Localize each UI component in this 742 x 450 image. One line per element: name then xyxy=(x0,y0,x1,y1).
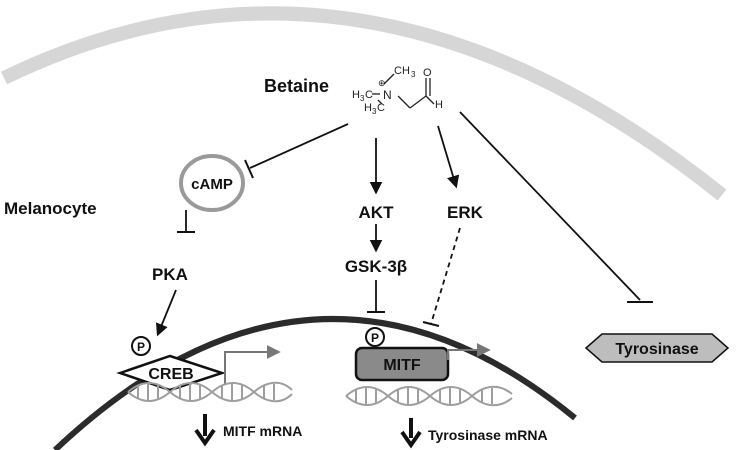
creb-phospho-label: P xyxy=(137,340,145,354)
betaine-to-erk-arrow xyxy=(437,125,460,189)
h3c-bottom-h: H xyxy=(364,102,372,114)
mitf-label: MITF xyxy=(383,357,421,374)
betaine-label: Betaine xyxy=(264,76,329,96)
mitf-gene-arrow xyxy=(447,343,491,360)
mitf-phospho-icon xyxy=(365,327,385,347)
erk-label: ERK xyxy=(447,203,484,222)
tyrosinase-mrna-down-arrow-icon xyxy=(400,418,422,449)
ch3-top: CH xyxy=(394,65,410,77)
tyrosinase-label: Tyrosinase xyxy=(615,341,698,358)
ch3-top-sub: 3 xyxy=(411,70,416,79)
betaine-atoms: CH 3 H 3 C H 3 C N ⊕ O H xyxy=(352,65,443,116)
pka-to-creb-arrow xyxy=(155,289,177,337)
h3c-left-c: C xyxy=(365,89,373,101)
nucleus-envelope xyxy=(52,315,577,450)
dna-helix-left xyxy=(127,381,293,403)
pka-label: PKA xyxy=(152,265,188,284)
creb-phospho-icon xyxy=(131,336,151,356)
betaine-structure xyxy=(372,73,435,109)
cell-label: Melanocyte xyxy=(4,199,97,218)
tyrosinase-mrna-label: Tyrosinase mRNA xyxy=(428,427,548,443)
betaine-inhibits-tyrosinase xyxy=(459,111,641,301)
mitf-mrna-down-arrow-icon xyxy=(194,414,216,447)
creb-gene-arrow xyxy=(224,345,281,384)
erk-inhibits-mitf xyxy=(430,227,461,325)
positive-charge-icon: ⊕ xyxy=(378,78,386,88)
hydrogen-atom: H xyxy=(435,99,443,111)
h3c-left-h: H xyxy=(352,89,360,101)
erk-inhibit-bar xyxy=(422,321,440,327)
h3c-left-sub: 3 xyxy=(360,94,365,103)
tyrosinase-node xyxy=(584,333,730,363)
h3c-bottom-sub: 3 xyxy=(372,107,377,116)
camp-node xyxy=(179,154,245,212)
gsk3b-label: GSK-3β xyxy=(345,257,407,276)
betaine-inhibits-camp xyxy=(249,123,349,169)
mitf-phospho-label: P xyxy=(371,331,379,345)
cell-membrane xyxy=(0,6,727,201)
mitf-node xyxy=(354,346,450,382)
camp-label: cAMP xyxy=(191,176,233,193)
mitf-mrna-label: MITF mRNA xyxy=(223,423,302,439)
dna-helix-right xyxy=(345,385,513,407)
h3c-bottom-c: C xyxy=(377,102,385,114)
creb-label: CREB xyxy=(148,366,193,383)
nitrogen-atom: N xyxy=(383,88,392,102)
akt-label: AKT xyxy=(359,203,395,222)
camp-inhibit-bar xyxy=(244,159,254,179)
oxygen-atom: O xyxy=(423,67,432,79)
